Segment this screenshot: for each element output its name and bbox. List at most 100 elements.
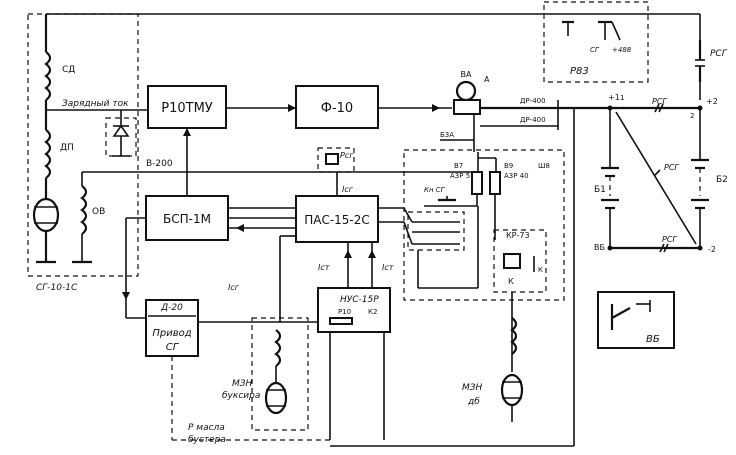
vb-switch-arm	[611, 307, 631, 319]
nus-resistor	[329, 317, 353, 325]
privod-sg-label: СГ	[166, 342, 180, 353]
rsg2-mark	[653, 169, 661, 177]
label-mzn-b: МЗН	[232, 379, 253, 389]
label-r10: Р10	[338, 308, 351, 316]
privod-label: Привод	[152, 328, 191, 339]
block-privod-sg	[145, 299, 199, 357]
relay-link-1	[403, 207, 413, 223]
rsg1-mark-2	[658, 103, 664, 113]
label-fuse2-b: А3Р 40	[504, 172, 529, 180]
shunt-winding-ov	[80, 185, 88, 235]
pump-db-motor	[500, 373, 524, 407]
commutating-winding-dp	[44, 129, 52, 179]
label-a: А	[484, 75, 490, 84]
label-icg-left: Iсг	[228, 283, 240, 292]
label-sg10: СГ-10-1С	[36, 283, 78, 293]
label-buksira: буксира	[222, 391, 260, 401]
label-k2: К2	[368, 308, 377, 316]
fuse-a3r5	[471, 171, 483, 195]
fuse-relay-area	[403, 149, 565, 301]
block-pas152c	[295, 195, 379, 243]
d20-label: Д-20	[160, 303, 183, 313]
label-icm: Iст	[382, 263, 394, 272]
label-bustera: бустера	[188, 435, 226, 445]
rsg3-mark	[659, 243, 665, 253]
generator-armature	[32, 197, 60, 233]
label-minus2: -2	[708, 245, 716, 254]
arrow-up-nus2	[368, 250, 376, 258]
label-n2: 2	[690, 112, 694, 120]
label-k-small: К	[538, 266, 543, 274]
pump-mzn-buksira	[251, 317, 309, 431]
label-ist: Iст	[318, 263, 330, 272]
label-b3a: Б3А	[440, 131, 454, 139]
arrow-f10-out	[432, 104, 440, 112]
label-fuse2-a: В9	[504, 162, 513, 170]
pump-buksira-winding	[274, 329, 282, 367]
fuse-a3r40	[489, 171, 501, 195]
rotmu-label: Р10ТМУ	[161, 101, 213, 116]
arrow-up-nus1	[344, 250, 352, 258]
label-vb-small: ВБ	[594, 243, 605, 252]
label-ov: ОВ	[92, 207, 105, 217]
pump-buksira-motor	[264, 381, 288, 415]
relay-link-2	[403, 221, 413, 245]
pump-db-winding	[510, 317, 518, 355]
rsg-diagonal	[615, 111, 697, 245]
relay-rsg-coil	[325, 153, 339, 165]
label-w8: Ш8	[538, 162, 550, 170]
label-fuse1-a: В7	[454, 162, 463, 170]
label-pr2: Рсг	[340, 151, 354, 160]
label-plus1: +1	[608, 93, 620, 102]
label-dr400-a: ДР-400	[520, 97, 546, 105]
label-knsg: Кн СГ	[424, 186, 446, 194]
label-plus2: +2	[706, 97, 718, 106]
block-r83	[543, 1, 649, 83]
r83-switch-2-arm	[611, 21, 621, 41]
label-dp: ДП	[60, 143, 74, 153]
vb-label: ВБ	[646, 334, 660, 345]
label-sd: СД	[62, 65, 75, 75]
label-charge-current: Зарядный ток	[62, 99, 129, 109]
label-mzn-db: МЗН	[462, 383, 483, 393]
relay-kr73-coil	[503, 253, 521, 269]
label-rsg3: РСГ	[662, 235, 677, 244]
f10-label: Ф-10	[321, 101, 353, 116]
rsg1-mark	[654, 103, 660, 113]
r83-label: Р83	[570, 66, 589, 77]
arrow-to-f10	[288, 104, 296, 112]
arrow-up-rotmu	[183, 128, 191, 136]
label-fuse1-b: А3Р 5	[450, 172, 470, 180]
label-k: К	[508, 277, 514, 286]
filter-block-f10	[295, 85, 379, 129]
label-dr400-b: ДР-400	[520, 116, 546, 124]
series-winding-sd	[44, 51, 52, 101]
label-b1: Б1	[594, 185, 606, 195]
label-kr73: КР-73	[506, 231, 530, 240]
label-rsg-side: РСГ	[710, 49, 728, 59]
label-p-masla: Р масла	[188, 423, 225, 433]
label-488: +488	[612, 46, 632, 54]
relay-kr73	[493, 229, 547, 293]
label-rsg2: РСГ	[664, 163, 679, 172]
pas-label: ПАС-15-2С	[304, 213, 370, 227]
label-b2: Б2	[716, 175, 728, 185]
relay-rsg-small	[317, 147, 355, 173]
arrow-pas-to-bsp	[236, 224, 244, 232]
label-icg-top: Iсг	[342, 185, 354, 194]
label-rsg1: РСГ	[652, 97, 667, 106]
node-minus2	[697, 245, 703, 251]
nus-label: НУС-15Р	[340, 295, 379, 305]
label-db: дб	[467, 397, 480, 407]
shunt-block	[453, 99, 481, 115]
label-sg-small: СГ	[590, 46, 600, 54]
relay-contacts-box	[407, 211, 465, 251]
block-vb-switch	[597, 291, 675, 349]
bsp-label: БСП-1М	[163, 212, 211, 226]
diode-symbol	[112, 124, 130, 137]
label-va: ВА	[461, 70, 472, 79]
rsg3-mark-2	[663, 243, 669, 253]
label-n1: 1	[620, 94, 624, 102]
label-v200: В-200	[146, 159, 173, 169]
